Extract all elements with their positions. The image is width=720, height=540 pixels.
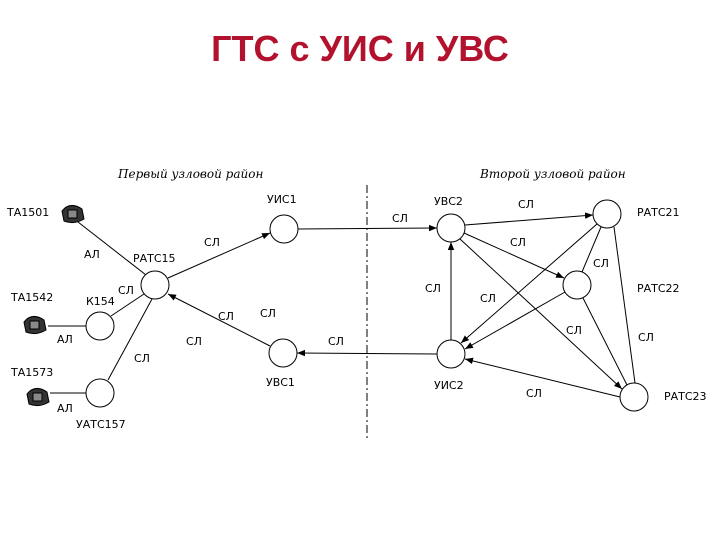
- link-k154-ratc15: [110, 293, 145, 317]
- svg-text:СЛ: СЛ: [186, 335, 202, 348]
- label-k154: К154: [86, 295, 115, 308]
- link-uvs2-ratc21: [464, 212, 594, 226]
- node-uvs2: [436, 213, 466, 243]
- page-title: ГТС с УИС и УВС: [211, 28, 509, 69]
- label-ratc21: РАТС21: [637, 206, 680, 219]
- svg-text:СЛ: СЛ: [480, 292, 496, 305]
- node-ratc15: [140, 270, 170, 300]
- link-uvs2-ratc22: [463, 232, 565, 279]
- link-uatc157-ratc15: [107, 298, 153, 381]
- link-ratc22-uis2: [464, 291, 566, 350]
- link-ratc21-uis2: [460, 223, 598, 344]
- svg-text:СЛ: СЛ: [518, 198, 534, 211]
- phone-icon: [23, 205, 85, 407]
- link-ratc23-uis2: [464, 357, 621, 398]
- label-ta1542: ТА1542: [10, 291, 53, 304]
- label-ratc22: РАТС22: [637, 282, 680, 295]
- label-uis1: УИС1: [267, 193, 297, 206]
- region-2-label: Второй узловой район: [479, 167, 626, 181]
- line-labels: АЛ АЛ АЛ СЛ СЛ СЛ СЛ СЛ СЛ СЛ СЛ СЛ СЛ С…: [57, 198, 654, 415]
- svg-text:СЛ: СЛ: [425, 282, 441, 295]
- svg-text:СЛ: СЛ: [218, 310, 234, 323]
- label-uvs1: УВС1: [266, 376, 295, 389]
- svg-text:СЛ: СЛ: [593, 257, 609, 270]
- link-ta1501-ratc15: [77, 221, 147, 276]
- svg-text:СЛ: СЛ: [510, 236, 526, 249]
- svg-text:СЛ: СЛ: [566, 324, 582, 337]
- svg-text:СЛ: СЛ: [526, 387, 542, 400]
- svg-text:СЛ: СЛ: [204, 236, 220, 249]
- label-ta1573: ТА1573: [10, 366, 53, 379]
- link-ratc21-ratc23: [613, 226, 636, 384]
- svg-text:АЛ: АЛ: [57, 402, 73, 415]
- link-ratc22-ratc23: [582, 297, 628, 386]
- label-uatc157: УАТС157: [76, 418, 126, 431]
- svg-text:СЛ: СЛ: [260, 307, 276, 320]
- svg-text:СЛ: СЛ: [638, 331, 654, 344]
- label-uvs2: УВС2: [434, 195, 463, 208]
- svg-text:СЛ: СЛ: [392, 212, 408, 225]
- svg-text:АЛ: АЛ: [57, 333, 73, 346]
- svg-text:СЛ: СЛ: [118, 284, 134, 297]
- node-ratc23: [619, 382, 649, 412]
- node-uatc157: [85, 378, 115, 408]
- link-uis2-uvs1: [296, 349, 438, 357]
- node-uis2: [436, 339, 466, 369]
- region-1-label: Первый узловой район: [117, 167, 263, 181]
- svg-text:АЛ: АЛ: [84, 248, 100, 261]
- node-k154: [85, 311, 115, 341]
- svg-text:СЛ: СЛ: [328, 335, 344, 348]
- node-ratc21: [592, 199, 622, 229]
- label-ratc15: РАТС15: [133, 252, 176, 265]
- link-uvs2-ratc23: [459, 238, 623, 390]
- label-ratc23: РАТС23: [664, 390, 707, 403]
- link-uvs1-ratc15: [167, 293, 271, 347]
- svg-text:СЛ: СЛ: [134, 352, 150, 365]
- link-ratc15-uis1: [167, 232, 271, 279]
- link-uis1-uvs2: [297, 224, 438, 232]
- node-uvs1: [268, 338, 298, 368]
- node-ratc22: [562, 270, 592, 300]
- link-ratc21-ratc22: [581, 226, 602, 273]
- node-uis1: [269, 214, 299, 244]
- label-ta1501: ТА1501: [6, 206, 49, 219]
- label-uis2: УИС2: [434, 379, 464, 392]
